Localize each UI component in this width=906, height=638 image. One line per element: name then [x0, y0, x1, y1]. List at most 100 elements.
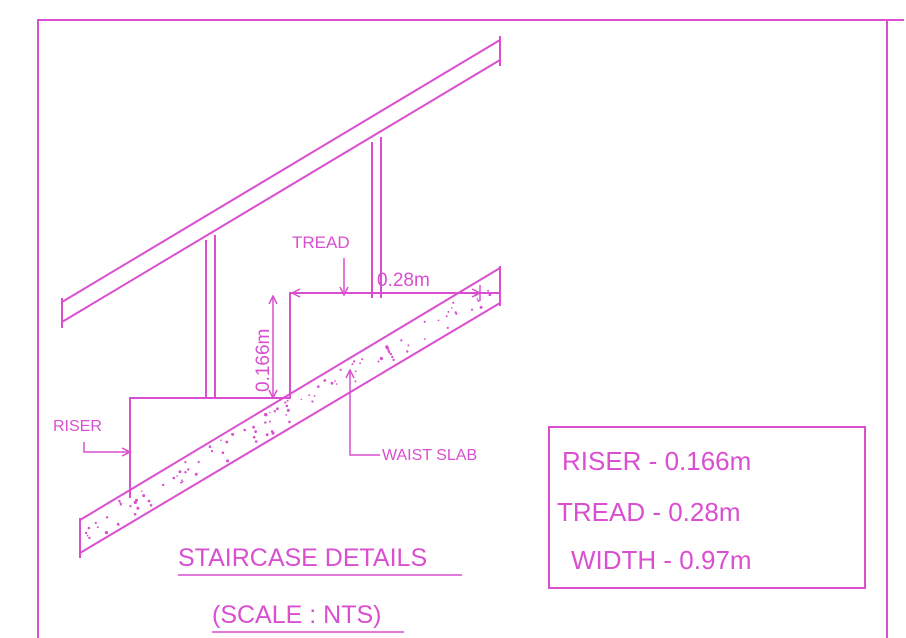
- hatch-dot: [269, 411, 271, 414]
- spec-riser: RISER - 0.166m: [562, 446, 751, 476]
- hatch-dot: [181, 479, 183, 482]
- hatch-dot: [377, 360, 380, 363]
- hatch-dot: [407, 344, 410, 347]
- spec-tread: TREAD - 0.28m: [557, 497, 741, 527]
- hatch-dot: [136, 506, 140, 510]
- hatch-dot: [180, 481, 182, 484]
- hatch-dot: [149, 504, 153, 507]
- hatch-dot: [361, 358, 364, 361]
- waist-slab: [79, 266, 501, 558]
- hatch-dot: [406, 350, 409, 353]
- tread-dimension-value: 0.28m: [377, 270, 430, 291]
- hatch-dot: [226, 459, 229, 463]
- hatch-dot: [285, 414, 287, 416]
- hatch-dot: [210, 449, 214, 453]
- riser-dimension: [268, 294, 278, 400]
- hatch-dot: [437, 319, 440, 322]
- hatch-dot: [221, 451, 225, 455]
- hatch-dot: [94, 521, 97, 525]
- spec-box: [548, 426, 866, 589]
- hatch-dot: [104, 531, 108, 535]
- hatch-dot: [391, 355, 394, 359]
- hatch-dot: [450, 307, 453, 309]
- hatch-dot: [330, 381, 334, 385]
- hatch-dot: [129, 505, 132, 508]
- hatch-dot: [354, 370, 357, 373]
- hatch-dot: [445, 315, 448, 318]
- hatch-dot: [323, 379, 327, 382]
- hatch-dot: [317, 385, 320, 388]
- hatch-dot: [187, 468, 190, 471]
- hatch-dot: [252, 435, 256, 439]
- hatch-dot: [141, 490, 143, 493]
- hatch-dot: [334, 380, 336, 382]
- hatch-dot: [447, 310, 450, 313]
- hatch-dot: [284, 401, 287, 404]
- hatch-dot: [135, 498, 138, 502]
- hatch-dot: [386, 346, 389, 350]
- hatch-dot: [86, 534, 89, 537]
- hatch-dot: [96, 526, 99, 529]
- hatch-dot: [423, 320, 426, 323]
- hatch-dot: [479, 305, 483, 309]
- riser-dimension-value: 0.166m: [253, 329, 274, 392]
- hatch-dot: [84, 531, 88, 535]
- tread-label: TREAD: [292, 233, 350, 252]
- hatch-dot: [424, 338, 426, 340]
- hatch-dot: [379, 356, 383, 361]
- hatch-dot: [354, 380, 357, 383]
- hatch-dot: [184, 461, 187, 464]
- hatch-dot: [487, 289, 490, 292]
- hatch-dot: [286, 399, 289, 402]
- drawing-title: STAIRCASE DETAILS: [178, 544, 427, 572]
- hatch-dot: [311, 400, 314, 403]
- hatch-dot: [194, 472, 198, 476]
- riser-leader: [83, 442, 132, 457]
- waist-slab-hatch: [84, 289, 492, 540]
- hatch-dot: [243, 428, 246, 432]
- hatch-dot: [264, 421, 267, 424]
- spec-width: WIDTH - 0.97m: [571, 545, 752, 575]
- handrail: [61, 36, 501, 328]
- hatch-dot: [285, 404, 289, 408]
- hatch-dot: [162, 483, 165, 487]
- hatch-dot: [452, 301, 455, 304]
- hatch-dot: [300, 398, 303, 401]
- hatch-dot: [477, 299, 480, 302]
- hatch-dot: [220, 439, 222, 442]
- hatch-dot: [176, 475, 178, 477]
- hatch-dot: [120, 503, 122, 506]
- waist-slab-label: WAIST SLAB: [382, 447, 477, 464]
- hatch-dot: [470, 308, 474, 311]
- hatch-dot: [172, 476, 176, 480]
- hatch-dot: [288, 420, 291, 424]
- hatch-dot: [184, 471, 187, 474]
- hatch-dot: [88, 536, 91, 540]
- hatch-dot: [392, 358, 395, 362]
- scale-note: (SCALE : NTS): [212, 601, 381, 629]
- hatch-dot: [117, 524, 120, 526]
- riser-label: RISER: [53, 418, 102, 435]
- hatch-dot: [254, 440, 258, 443]
- hatch-dot: [133, 513, 137, 516]
- hatch-dot: [476, 298, 479, 300]
- baluster-left: [205, 235, 216, 398]
- hatch-dot: [231, 432, 235, 436]
- hatch-dot: [400, 339, 403, 342]
- drawing-border: [37, 19, 904, 638]
- hatch-dot: [225, 440, 229, 444]
- hatch-dot: [446, 326, 449, 329]
- hatch-dot: [271, 431, 275, 435]
- waist-slab-leader: [345, 368, 380, 456]
- hatch-dot: [105, 516, 109, 519]
- hatch-dot: [254, 430, 257, 433]
- hatch-dot: [313, 395, 316, 397]
- hatch-dot: [286, 408, 290, 412]
- hatch-dot: [335, 383, 338, 385]
- hatch-dot: [197, 460, 200, 464]
- hatch-dot: [489, 294, 491, 296]
- hatch-dot: [178, 470, 182, 474]
- hatch-dot: [142, 494, 146, 498]
- hatch-dot: [252, 425, 256, 429]
